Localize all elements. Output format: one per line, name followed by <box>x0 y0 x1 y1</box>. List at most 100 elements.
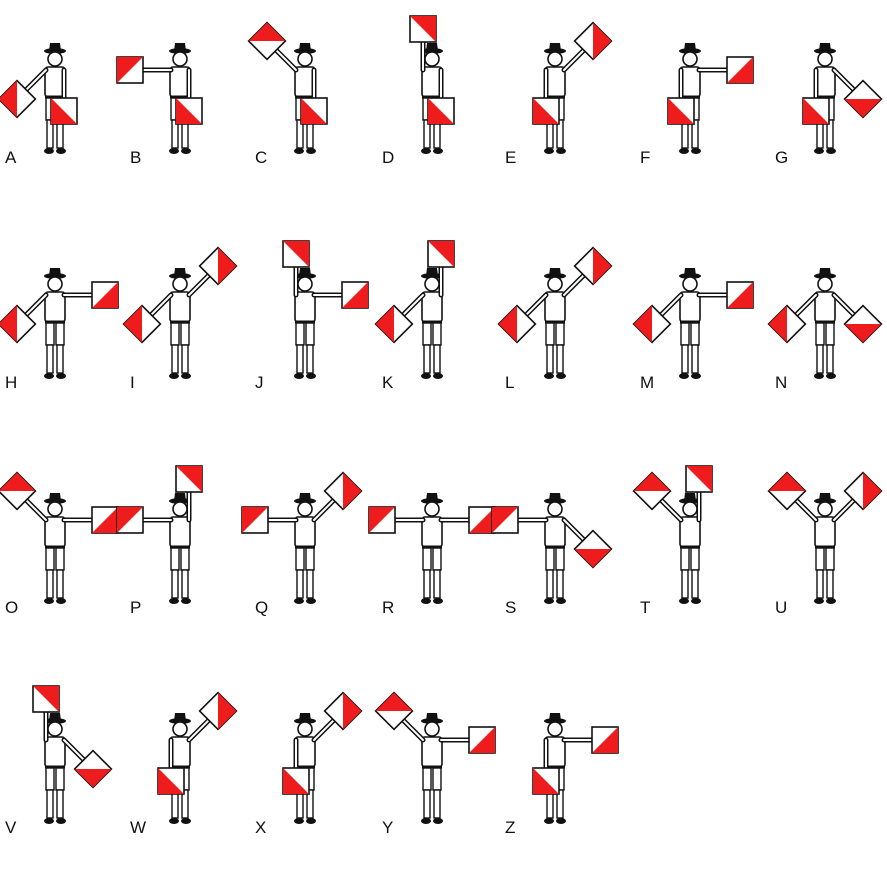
hat-crown <box>426 713 438 721</box>
hat-crown <box>684 268 696 276</box>
flag-icon <box>342 282 368 308</box>
hat-crown <box>819 493 831 501</box>
hat-crown <box>49 713 61 721</box>
flag-icon <box>51 98 77 124</box>
signal-figure-c: C <box>249 23 327 167</box>
head <box>173 722 187 736</box>
signal-figure-r: R <box>369 493 495 617</box>
hat-crown <box>174 268 186 276</box>
hat-crown <box>426 493 438 501</box>
flag-icon <box>117 507 143 533</box>
leg-right <box>296 323 304 345</box>
signal-letter: V <box>5 818 17 837</box>
leg-right <box>46 548 54 570</box>
signal-figure-s: S <box>492 493 611 617</box>
hat-crown <box>299 43 311 51</box>
flag-icon <box>176 466 202 492</box>
flag-icon <box>158 768 184 794</box>
signal-figure-g: G <box>775 43 881 167</box>
flag-icon <box>686 466 712 492</box>
leg-left <box>56 768 64 790</box>
signal-letter: Z <box>505 818 515 837</box>
signal-figure-o: O <box>0 473 118 617</box>
signal-figure-m: M <box>634 268 753 392</box>
head <box>48 722 62 736</box>
leg-right <box>171 548 179 570</box>
head <box>298 722 312 736</box>
signal-letter: F <box>640 148 650 167</box>
flag-icon <box>92 507 118 533</box>
hat-crown <box>549 43 561 51</box>
signal-figure-f: F <box>640 43 753 167</box>
signal-letter: S <box>505 598 516 617</box>
hat-crown <box>426 43 438 51</box>
head <box>683 502 697 516</box>
flag-icon <box>301 98 327 124</box>
leg-right <box>423 323 431 345</box>
head <box>818 52 832 66</box>
leg-left <box>56 548 64 570</box>
signal-letter: G <box>775 148 788 167</box>
head <box>683 277 697 291</box>
hat-crown <box>299 268 311 276</box>
head <box>548 502 562 516</box>
signal-letter: B <box>130 148 141 167</box>
leg-left <box>433 548 441 570</box>
leg-right <box>46 323 54 345</box>
flag-icon <box>92 282 118 308</box>
signal-figure-d: D <box>382 16 454 167</box>
signal-letter: X <box>255 818 266 837</box>
flag-icon <box>33 686 59 712</box>
head <box>818 502 832 516</box>
hat-crown <box>819 268 831 276</box>
leg-left <box>556 323 564 345</box>
flag-icon <box>428 241 454 267</box>
hat-crown <box>174 713 186 721</box>
flag-icon <box>369 507 395 533</box>
signal-letter: N <box>775 373 787 392</box>
signal-letter: I <box>130 373 135 392</box>
head <box>173 277 187 291</box>
head <box>48 52 62 66</box>
signal-letter: K <box>382 373 394 392</box>
head <box>425 502 439 516</box>
signal-figure-p: P <box>117 466 202 617</box>
signal-figure-b: B <box>117 43 202 167</box>
signal-figure-j: J <box>255 241 368 392</box>
signal-letter: J <box>255 373 264 392</box>
flag-icon <box>117 57 143 83</box>
leg-left <box>556 548 564 570</box>
signal-figure-i: I <box>124 248 237 392</box>
leg-right <box>423 768 431 790</box>
leg-left <box>691 323 699 345</box>
leg-left <box>306 548 314 570</box>
flag-icon <box>176 98 202 124</box>
signal-letter: Y <box>382 818 393 837</box>
leg-left <box>181 323 189 345</box>
hat-crown <box>549 713 561 721</box>
hat-crown <box>684 43 696 51</box>
flag-icon <box>727 282 753 308</box>
hat-crown <box>299 493 311 501</box>
signal-figure-t: T <box>634 466 712 617</box>
hat-crown <box>174 493 186 501</box>
leg-right <box>46 768 54 790</box>
signal-letter: T <box>640 598 650 617</box>
flag-icon <box>533 98 559 124</box>
leg-left <box>691 548 699 570</box>
head <box>298 52 312 66</box>
signal-figure-v: V <box>5 686 111 837</box>
leg-right <box>546 548 554 570</box>
signal-letter: H <box>5 373 17 392</box>
head <box>818 277 832 291</box>
leg-right <box>681 323 689 345</box>
head <box>683 52 697 66</box>
signal-letter: Q <box>255 598 268 617</box>
signal-figure-y: Y <box>376 693 495 837</box>
signal-figure-k: K <box>376 241 454 392</box>
signal-figure-w: W <box>130 693 236 837</box>
signal-figure-u: U <box>769 473 882 617</box>
signal-letter: D <box>382 148 394 167</box>
flag-icon <box>428 98 454 124</box>
